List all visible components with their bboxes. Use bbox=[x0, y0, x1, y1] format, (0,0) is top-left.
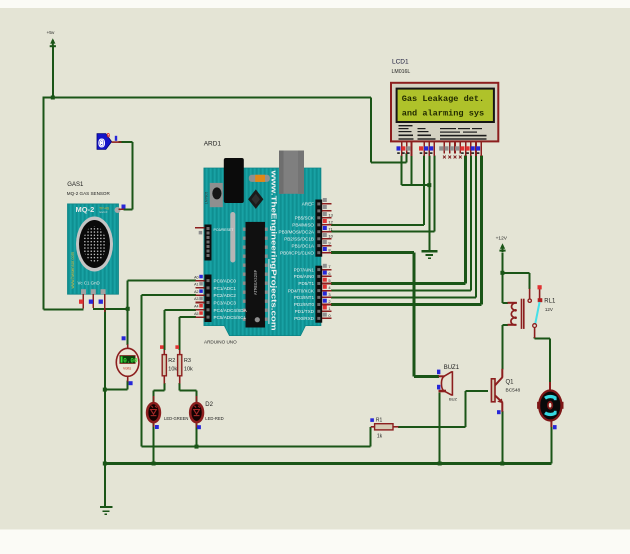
svg-text:4: 4 bbox=[328, 285, 331, 290]
svg-text:ARDUINO UNO: ARDUINO UNO bbox=[204, 339, 237, 344]
svg-text:PB0/ICP1/CLKO: PB0/ICP1/CLKO bbox=[280, 250, 314, 255]
svg-text:1: 1 bbox=[328, 306, 331, 311]
svg-text:PD2/INT0: PD2/INT0 bbox=[294, 302, 315, 307]
svg-text:RL1: RL1 bbox=[544, 299, 556, 305]
svg-text:A5: A5 bbox=[194, 312, 198, 316]
svg-text:ARD1: ARD1 bbox=[204, 141, 222, 148]
svg-text:10k: 10k bbox=[184, 366, 193, 372]
svg-text:R1: R1 bbox=[376, 418, 383, 424]
svg-text:Gas Leakage det.: Gas Leakage det. bbox=[402, 94, 485, 104]
svg-text:12: 12 bbox=[328, 220, 333, 225]
svg-text:0: 0 bbox=[107, 133, 111, 140]
svg-text:PD1/TXD: PD1/TXD bbox=[295, 309, 315, 314]
svg-text:+5v: +5v bbox=[47, 30, 55, 36]
svg-text:3: 3 bbox=[328, 292, 331, 297]
svg-text:LCD1: LCD1 bbox=[392, 59, 409, 66]
svg-text:PB4/MISO: PB4/MISO bbox=[292, 223, 314, 228]
svg-text:5: 5 bbox=[328, 278, 331, 283]
svg-text:1k: 1k bbox=[377, 434, 383, 440]
svg-text:A4: A4 bbox=[194, 305, 198, 309]
svg-text:10k: 10k bbox=[168, 366, 177, 372]
svg-text:6: 6 bbox=[328, 271, 331, 276]
svg-text:PD6/AIN0: PD6/AIN0 bbox=[294, 274, 315, 279]
svg-text:11: 11 bbox=[328, 226, 333, 231]
svg-text:0.00: 0.00 bbox=[123, 358, 138, 365]
svg-text:PD0/RXD: PD0/RXD bbox=[294, 316, 315, 321]
svg-text:www.TheEngineeringProjects.com: www.TheEngineeringProjects.com bbox=[270, 169, 279, 330]
svg-text:PC2/ADC2: PC2/ADC2 bbox=[214, 293, 237, 298]
svg-text:2: 2 bbox=[328, 299, 331, 304]
svg-text:PC0/ADC0: PC0/ADC0 bbox=[214, 279, 237, 284]
svg-text:Volts: Volts bbox=[123, 367, 131, 371]
svg-text:ATMEGA328P: ATMEGA328P bbox=[255, 269, 259, 295]
svg-text:PB2/SS/OC1B: PB2/SS/OC1B bbox=[284, 237, 314, 242]
svg-text:0: 0 bbox=[328, 313, 331, 318]
svg-text:BC548: BC548 bbox=[506, 388, 521, 394]
svg-text:A3: A3 bbox=[194, 297, 198, 301]
svg-text:AREF: AREF bbox=[302, 202, 314, 207]
svg-text:PC3/ADC3: PC3/ADC3 bbox=[214, 301, 237, 306]
svg-text:A2: A2 bbox=[194, 290, 198, 294]
svg-text:PC5/ADC5/SCL: PC5/ADC5/SCL bbox=[214, 315, 247, 320]
svg-text:PB1/OC1A: PB1/OC1A bbox=[292, 243, 315, 248]
svg-text:PD5/T1: PD5/T1 bbox=[298, 281, 314, 286]
svg-text:A1: A1 bbox=[194, 283, 198, 287]
svg-text:10: 10 bbox=[328, 233, 333, 238]
svg-text:8: 8 bbox=[328, 247, 331, 252]
svg-text:D2: D2 bbox=[205, 402, 213, 408]
svg-text:PD7/AIN1: PD7/AIN1 bbox=[294, 267, 315, 272]
svg-text:www.hwsensor.com: www.hwsensor.com bbox=[70, 251, 75, 288]
svg-text:and alarming sys: and alarming sys bbox=[402, 108, 485, 118]
svg-text:12V: 12V bbox=[545, 307, 553, 312]
svg-text:PD4/T0/XCK: PD4/T0/XCK bbox=[288, 288, 315, 293]
svg-text:A0: A0 bbox=[194, 275, 198, 279]
svg-text:7: 7 bbox=[328, 264, 331, 269]
svg-text:13: 13 bbox=[328, 213, 333, 218]
svg-text:LM7805: LM7805 bbox=[205, 192, 209, 204]
svg-text:R3: R3 bbox=[184, 358, 191, 364]
svg-text:R2: R2 bbox=[168, 358, 175, 364]
svg-text:+12V: +12V bbox=[496, 236, 508, 242]
svg-text:PD3/INT1: PD3/INT1 bbox=[294, 295, 315, 300]
svg-text:BUZ: BUZ bbox=[449, 396, 458, 401]
svg-text:GAS1: GAS1 bbox=[67, 182, 84, 188]
svg-text:PC4/ADC4/SDA: PC4/ADC4/SDA bbox=[214, 308, 248, 313]
svg-text:MQ-2 GAS SENSOR: MQ-2 GAS SENSOR bbox=[67, 191, 110, 196]
svg-text:PB3/MOSI/OC2A: PB3/MOSI/OC2A bbox=[279, 229, 315, 234]
svg-text:LM016L: LM016L bbox=[392, 69, 411, 75]
svg-text:PC6/RESET: PC6/RESET bbox=[214, 228, 235, 232]
svg-text:rev1.0: rev1.0 bbox=[99, 210, 108, 214]
svg-text:Q1: Q1 bbox=[506, 380, 515, 386]
svg-text:BUZ1: BUZ1 bbox=[444, 365, 460, 371]
svg-text:LED-GREEN: LED-GREEN bbox=[164, 416, 188, 421]
svg-text:LED-RED: LED-RED bbox=[205, 416, 223, 421]
svg-text:MQ-2: MQ-2 bbox=[76, 205, 95, 214]
svg-text:PB5/SCK: PB5/SCK bbox=[295, 216, 315, 221]
svg-text:PC1/ADC1: PC1/ADC1 bbox=[214, 286, 237, 291]
svg-text:9: 9 bbox=[328, 240, 331, 245]
svg-text:0: 0 bbox=[98, 138, 105, 151]
svg-text:Vc C1 GnD: Vc C1 GnD bbox=[78, 281, 100, 286]
svg-text:TP-4S: TP-4S bbox=[99, 207, 110, 211]
